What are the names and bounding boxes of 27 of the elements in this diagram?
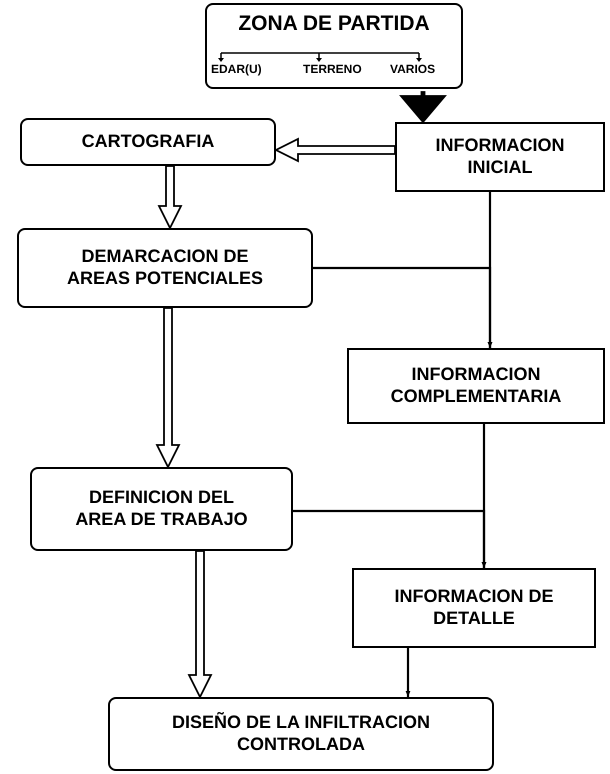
connector-arrow: [313, 266, 492, 348]
box-text: CARTOGRAFIA: [80, 131, 216, 153]
hollow-arrow: [188, 550, 212, 700]
hollow-arrow: [158, 165, 182, 230]
information-box: [347, 348, 605, 424]
process-box: [17, 228, 313, 308]
information-box: [352, 568, 596, 648]
source-label: VARIOS: [390, 63, 436, 75]
source-label: EDAR(U): [211, 63, 262, 75]
hollow-arrow: [156, 307, 180, 470]
process-box: [30, 467, 293, 551]
box-text: INFORMACION DE DETALLE: [394, 586, 554, 630]
connector-arrow: [406, 648, 410, 697]
process-box: [108, 697, 494, 771]
hollow-arrow: [274, 138, 396, 162]
process-box: [205, 3, 463, 89]
box-text: DEMARCACION DE AREAS POTENCIALES: [66, 246, 264, 290]
box-text: DEFINICION DEL AREA DE TRABAJO: [74, 487, 249, 531]
box-text: DISEÑO DE LA INFILTRACION CONTROLADA: [171, 712, 431, 756]
process-box: [20, 118, 276, 166]
connector-arrow: [293, 510, 486, 568]
source-label: TERRENO: [303, 63, 362, 75]
box-title: ZONA DE PARTIDA: [237, 11, 431, 36]
box-text: INFORMACION COMPLEMENTARIA: [390, 364, 562, 408]
information-box: [395, 122, 605, 192]
solid-arrow: [399, 91, 447, 124]
box-text: INFORMACION INICIAL: [434, 135, 566, 179]
